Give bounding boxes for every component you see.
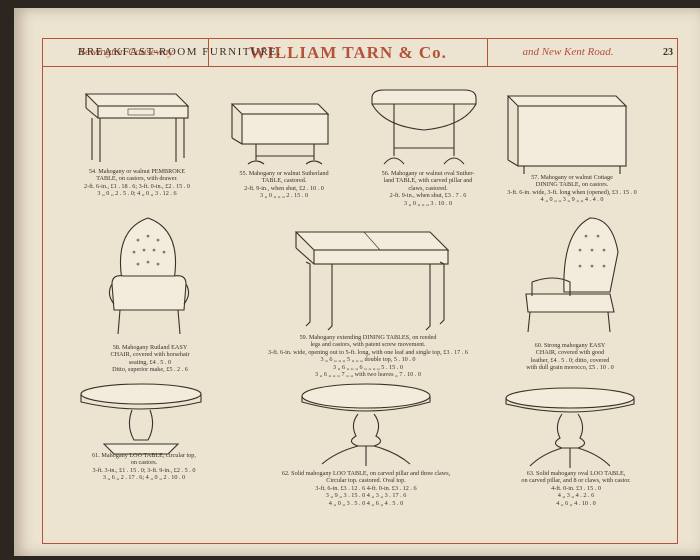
caption-line: 4 „ 0 „ 3 . 5 . 0 4 „ 6 „ 4 . 5 . 0: [328, 499, 404, 507]
caption-line: 3 „ 0 „ „ „ 2 . 15 . 0: [259, 192, 309, 200]
item-62-caption: 62. Solid mahogany LOO TABLE, on carved …: [236, 470, 496, 507]
item-61-caption: 61. Mahogany LOO TABLE, circular top, on…: [64, 452, 224, 482]
caption-line: 59. Mahogany extending DINING TABLES, on…: [299, 334, 437, 341]
caption-line: land TABLE, with carved pillar and: [383, 177, 473, 185]
caption-line: 58. Mahogany Rutland EASY: [112, 344, 188, 351]
caption-line: seating, £4 . 5 . 0: [128, 358, 172, 366]
caption-line: 57. Mahogany or walnut Cottage: [531, 174, 613, 181]
caption-line: TABLE, castored.: [261, 177, 307, 185]
caption-line: 3-ft. 6-in. wide, 3-ft. long when (opene…: [507, 188, 637, 196]
leather-easy-chair-illustration: [514, 212, 634, 340]
header-company-name: WILLIAM TARN & Co.: [208, 39, 488, 66]
caption-line: Ditto, superior make, £5 . 2 . 6: [112, 366, 188, 374]
page-header: Newington Causeway WILLIAM TARN & Co. an…: [43, 39, 677, 67]
pembroke-table-illustration: [76, 86, 196, 168]
caption-line: Circular top. castored. Oval top.: [326, 477, 406, 485]
caption-line: 4 „ 3 „ 4 . 2 . 6: [557, 492, 595, 500]
caption-line: 3 „ 9 „ 3 . 15 . 0 4 „ 3 „ 3 . 17 . 6: [325, 492, 407, 500]
catalogue-page: Newington Causeway WILLIAM TARN & Co. an…: [14, 8, 700, 556]
caption-line: 63. Solid mahogany oval LOO TABLE,: [526, 470, 626, 477]
caption-line: with dull grain morocco, £5 . 10 . 0: [526, 364, 614, 372]
page-frame: Newington Causeway WILLIAM TARN & Co. an…: [42, 38, 678, 544]
caption-line: 56. Mahogany or walnut oval Suther-: [381, 170, 475, 177]
caption-line: 4-ft. 0-in. £3 . 15 . 0: [551, 484, 601, 492]
caption-line: 3 „ 6 „ „ „ 7 „ „ with two leaves „ 7 . …: [314, 371, 421, 379]
caption-line: claws, castored.: [408, 184, 448, 192]
caption-line: 62. Solid mahogany LOO TABLE, on carved …: [281, 470, 451, 477]
section-title: BREAKFAST-ROOM FURNITURE.: [78, 46, 282, 58]
loo-table-illustration: [76, 380, 206, 460]
caption-line: TABLE, on castors, with drawer.: [96, 175, 178, 183]
oval-loo-table-illustration: [500, 384, 640, 474]
caption-line: 54. Mahogany or walnut PEMBROKE: [88, 168, 186, 175]
item-60-caption: 60. Strong mahogany EASY CHAIR, covered …: [500, 342, 640, 372]
caption-line: CHAIR, covered with horsehair: [110, 351, 190, 359]
item-59-caption: 59. Mahogany extending DINING TABLES, on…: [228, 334, 508, 378]
item-56-caption: 56. Mahogany or walnut oval Suther- land…: [358, 170, 498, 207]
caption-line: 3 „ 6 „ „ „ 5 „ „ „ double top, 5 . 10 .…: [320, 356, 416, 364]
page-number: 23: [663, 47, 673, 58]
caption-line: 2-ft. 9-in., when shut, £3 . 7 . 6: [389, 192, 467, 200]
caption-line: 2-ft. 9-in., when shut, £2 . 10 . 0: [244, 184, 324, 192]
caption-line: 3-ft. 6-in. £3 . 12 . 6 4-ft. 0-in. £3 .…: [315, 484, 417, 492]
item-55-caption: 55. Mahogany or walnut Sutherland TABLE,…: [214, 170, 354, 200]
item-54-caption: 54. Mahogany or walnut PEMBROKE TABLE, o…: [62, 168, 212, 198]
sutherland-table-illustration: [226, 98, 336, 170]
caption-line: 4 „ 6 „ 4 . 10 . 0: [556, 499, 596, 507]
oval-sutherland-table-illustration: [364, 86, 484, 172]
caption-line: 3-ft. 3-in., £1 . 15 . 0; 3-ft. 9-in., £…: [92, 466, 196, 474]
header-right-address: and New Kent Road.: [522, 46, 614, 58]
caption-line: 55. Mahogany or walnut Sutherland: [239, 170, 329, 177]
caption-line: 3 „ 0 „ 2 . 5 . 0; 4 „ 0 „ 3 . 12 . 6: [97, 190, 177, 198]
caption-line: CHAIR, covered with good: [535, 349, 605, 357]
caption-line: 60. Strong mahogany EASY: [534, 342, 606, 349]
header-left-address: Newington Causeway: [77, 46, 174, 58]
caption-line: 3 „ 6 „ 2 . 17 . 6; 4 „ 0 „ 2 . 10 . 0: [102, 474, 186, 482]
caption-line: 3 „ 6 „ „ „ 6 „ „ „ „ 5 . 15 . 0: [333, 363, 403, 371]
rutland-easy-chair-illustration: [98, 210, 198, 340]
item-58-caption: 58. Mahogany Rutland EASY CHAIR, covered…: [80, 344, 220, 374]
item-63-caption: 63. Solid mahogany oval LOO TABLE, on ca…: [494, 470, 658, 507]
item-57-caption: 57. Mahogany or walnut Cottage DINING TA…: [492, 174, 652, 204]
caption-line: on castors.: [130, 459, 158, 467]
caption-line: 3 „ 0 „ „ „ 3 . 10 . 0: [403, 199, 453, 207]
caption-line: 2-ft. 6-in., £1 . 18 . 6; 3-ft. 0-in., £…: [83, 182, 191, 190]
caption-line: 4 „ 0 „ „ 3 „ 9 „ „ 4 . 4 . 0: [540, 196, 604, 204]
caption-line: 61. Mahogany LOO TABLE, circular top,: [92, 452, 196, 459]
caption-line: 3-ft. 6-in. wide, opening out to 5-ft. l…: [267, 348, 469, 356]
extending-dining-table-illustration: [276, 226, 456, 336]
cottage-dining-table-illustration: [498, 90, 638, 176]
caption-line: on carved pillar, and 8 or claws, with c…: [521, 477, 631, 485]
carved-loo-table-illustration: [296, 380, 436, 472]
caption-line: legs and castors, with patent screw move…: [310, 341, 426, 349]
caption-line: DINING TABLE, on castors.: [535, 181, 609, 189]
caption-line: leather, £4 . 5 . 0; ditto, covered: [530, 356, 610, 364]
